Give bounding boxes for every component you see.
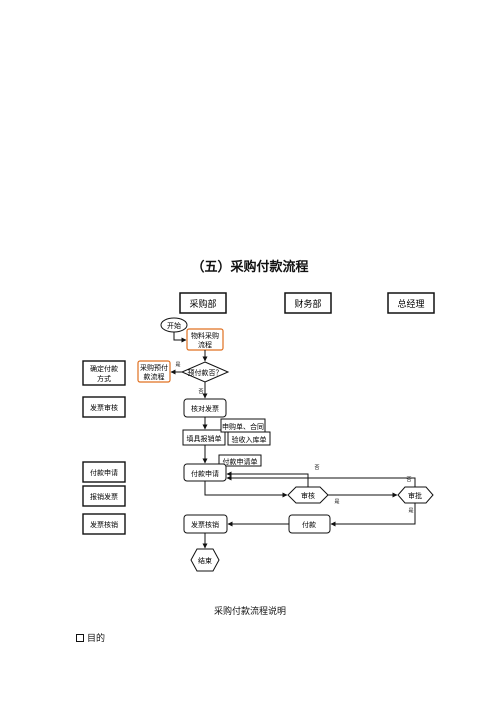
pay-label: 付款 [302,520,316,529]
edge-label-no-1: 否 [198,389,203,395]
edge-label-yes-3: 是 [408,508,413,514]
gm-approve-node: 审批 [397,486,434,504]
lane-header-general-manager: 总经理 [387,292,435,314]
invoice-writeoff-node: 发票核销 [183,514,228,534]
gm-approve-label: 审批 [408,491,422,500]
doc-warehouse-receipt-label: 验收入库单 [232,435,267,444]
purpose-bullet: 目的 [76,631,105,644]
lane-label-purchasing: 采购部 [189,298,216,310]
side-step-payment-method-line2: 方式 [97,374,111,383]
prepay-decision-node: 预付款否？ [180,361,230,383]
purpose-bullet-text: 目的 [87,634,106,644]
edge-label-yes-2: 是 [334,499,339,505]
doc-purchase-contract-label: 申购单、合同 [222,422,264,431]
side-step-invoice-review-label: 发票审核 [90,403,118,412]
edge-review-reject [226,471,309,487]
end-node: 结束 [190,548,220,572]
finance-review-label: 审核 [301,491,315,500]
material-purchase-line2: 流程 [198,340,212,349]
finance-review-node: 审核 [287,486,329,504]
edge-label-no-3: 否 [406,477,411,483]
payment-request-label: 付款申请 [191,469,219,478]
side-step-invoice-writeoff: 发票核销 [82,513,126,535]
side-step-invoice-review: 发票审核 [82,396,126,418]
end-label: 结束 [198,556,212,565]
start-label: 开始 [167,321,181,330]
lane-header-purchasing: 采购部 [179,292,227,314]
doc-payment-request-label: 付款申请单 [223,457,258,466]
fill-reimbursement-label: 填具报销单 [187,434,222,443]
lane-label-general-manager: 总经理 [397,298,424,310]
prepay-process-line1: 采购预付 [140,363,168,372]
prepay-process-node: 采购预付 款流程 [137,360,171,383]
checkbox-square-icon [76,633,84,642]
side-step-payment-request: 付款申请 [82,461,126,483]
edge-label-yes-1: 是 [175,362,180,368]
verify-invoice-label: 核对发票 [191,404,219,413]
edge-label-no-2: 否 [314,465,319,471]
side-step-invoice-writeoff-label: 发票核销 [90,520,118,529]
side-step-payment-method-line1: 确定付款 [90,364,118,373]
material-purchase-node: 物料采购 流程 [186,328,224,351]
edge-approve-reject [226,475,416,487]
invoice-writeoff-label: 发票核销 [191,520,219,529]
side-step-payment-request-label: 付款申请 [90,468,118,477]
doc-purchase-contract: 申购单、合同 [220,418,266,433]
prepay-decision-label: 预付款否？ [188,368,223,377]
side-step-reimbursement-invoice-label: 报销发票 [90,492,118,501]
verify-invoice-node: 核对发票 [183,398,227,418]
lane-header-finance: 财务部 [284,292,332,314]
edge-request-to-review [204,481,288,498]
doc-warehouse-receipt: 验收入库单 [227,431,271,446]
edge-approve-to-pay [330,503,416,527]
payment-request-node: 付款申请 [183,463,227,482]
doc-payment-request: 付款申请单 [218,454,262,467]
material-purchase-line1: 物料采购 [191,331,219,340]
prepay-process-line2: 款流程 [144,372,165,381]
start-node: 开始 [160,317,188,333]
fill-reimbursement-node: 填具报销单 [182,429,226,446]
diagram-caption: 采购付款流程说明 [213,607,286,617]
pay-node: 付款 [288,514,331,534]
lane-label-finance: 财务部 [294,298,321,310]
edge-start-to-material [173,332,187,343]
section-title: （五）采购付款流程 [191,260,309,275]
side-step-reimbursement-invoice: 报销发票 [82,485,126,507]
side-step-payment-method: 确定付款 方式 [82,360,126,386]
